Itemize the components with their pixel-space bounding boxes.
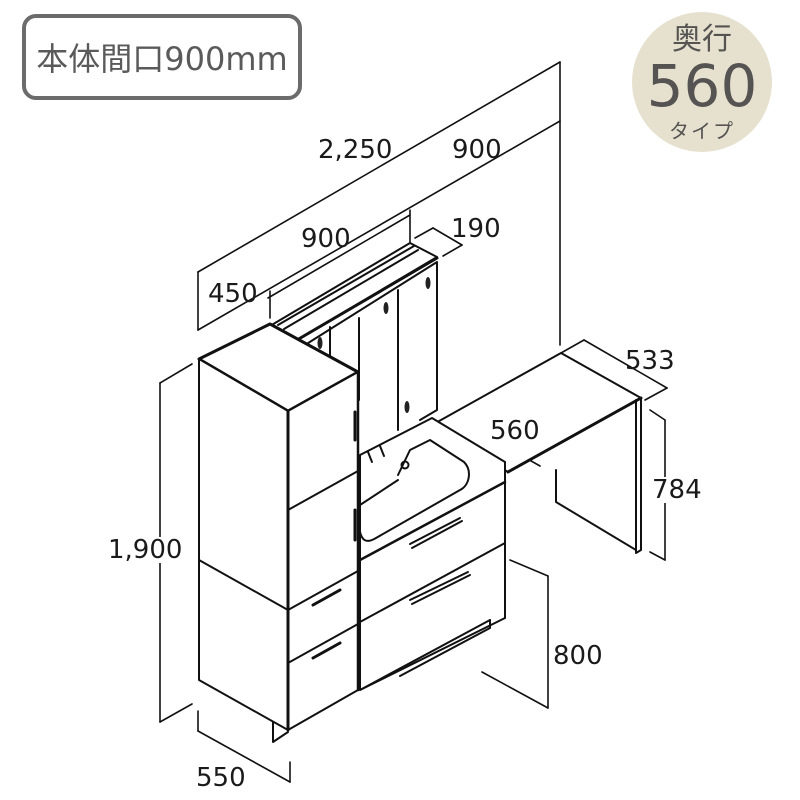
dim-vanity-depth: 560 [490, 416, 540, 446]
dim-tall-cabinet-height: 1,900 [108, 535, 183, 565]
tall-cabinet [197, 322, 360, 743]
counter-board [431, 352, 643, 554]
dim-counter-height: 784 [652, 475, 702, 505]
tall-cabinet-handles [311, 410, 357, 660]
dim-counter-board-depth: 533 [625, 346, 675, 376]
depth-badge-value: 560 [646, 52, 758, 120]
width-badge: 本体間口900mm [22, 14, 302, 100]
mirror-door-handles [317, 277, 431, 413]
dim-overall-width: 2,250 [318, 135, 393, 165]
width-badge-label: 本体間口900mm [36, 40, 288, 78]
depth-badge-type: タイプ [669, 119, 735, 143]
dim-vanity-height: 800 [553, 641, 603, 671]
mirror-cabinet [269, 242, 439, 431]
dim-mirror-depth: 190 [451, 214, 501, 244]
dim-tall-cabinet-depth: 550 [196, 763, 246, 793]
dim-counter-width: 900 [452, 135, 502, 165]
depth-badge: 奥行 560 タイプ [632, 12, 772, 152]
dim-tall-cabinet-width: 450 [208, 279, 258, 309]
vanity-unit [358, 417, 507, 691]
depth-badge-title: 奥行 [672, 22, 732, 57]
vanity-drawer-handles [409, 517, 471, 605]
dim-mirror-width: 900 [301, 224, 351, 254]
